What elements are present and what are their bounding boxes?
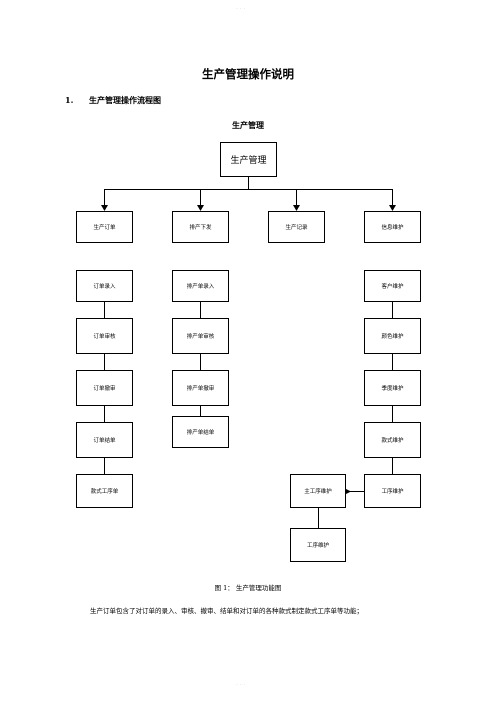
info-link-4 xyxy=(392,458,393,474)
info-link-3 xyxy=(392,406,393,422)
branch-bar xyxy=(104,189,393,190)
node-style-process-sheet: 款式工序单 xyxy=(76,474,133,508)
figure-caption: 图 1： 生产管理功能图 xyxy=(214,584,282,592)
node-root: 生产管理 xyxy=(220,142,277,177)
info-link-1 xyxy=(392,302,393,318)
branch-drop-4 xyxy=(392,189,393,209)
process-maint-link xyxy=(318,508,319,528)
schedule-link-2 xyxy=(200,354,201,370)
top-page-mark: · · · xyxy=(236,6,246,13)
arrowhead-2 xyxy=(197,205,204,211)
arrowhead-1 xyxy=(101,205,108,211)
node-color-maint: 颜色维护 xyxy=(364,318,421,354)
node-process-maint: 工序维护 xyxy=(364,474,421,508)
bottom-page-mark: · · · xyxy=(236,682,246,689)
diagram-title: 生产管理 xyxy=(232,120,264,130)
node-order-entry: 订单录入 xyxy=(76,270,133,302)
schedule-link-1 xyxy=(200,302,201,318)
order-link-2 xyxy=(104,354,105,370)
document-title: 生产管理操作说明 xyxy=(202,67,294,81)
node-schedule-entry: 排产单录入 xyxy=(172,270,229,302)
branch-drop-1 xyxy=(104,189,105,209)
arrowhead-3 xyxy=(293,205,300,211)
node-order-close: 订单结单 xyxy=(76,422,133,458)
node-style-maint: 款式维护 xyxy=(364,422,421,458)
node-process-maint-sub: 工序维护 xyxy=(290,528,346,562)
node-schedule-issue: 排产下发 xyxy=(172,211,229,243)
node-production-record: 生产记录 xyxy=(268,211,325,243)
branch-drop-2 xyxy=(200,189,201,209)
node-schedule-review: 排产单审核 xyxy=(172,318,229,354)
main-process-link xyxy=(346,491,368,492)
node-customer-maint: 客户维护 xyxy=(364,270,421,302)
node-schedule-close: 排产单结单 xyxy=(172,416,229,448)
section-number: 1. xyxy=(65,95,74,105)
node-order-review: 订单审核 xyxy=(76,318,133,354)
section-title: 生产管理操作流程图 xyxy=(89,95,161,105)
arrowhead-4 xyxy=(389,205,396,211)
order-link-1 xyxy=(104,302,105,318)
node-schedule-revoke: 排产单撤审 xyxy=(172,370,229,406)
body-paragraph: 生产订单包含了对订单的录入、审核、撤审、结单和对订单的各种款式制定款式工序单等功… xyxy=(90,607,363,615)
order-link-4 xyxy=(104,458,105,474)
order-link-3 xyxy=(104,406,105,422)
node-production-order: 生产订单 xyxy=(76,211,133,243)
node-info-maintenance: 信息维护 xyxy=(364,211,421,243)
node-season-maint: 季度维护 xyxy=(364,370,421,406)
root-stem xyxy=(248,177,249,189)
node-order-revoke: 订单撤审 xyxy=(76,370,133,406)
info-link-2 xyxy=(392,354,393,370)
node-main-process-maint: 主工序维护 xyxy=(290,474,346,508)
branch-drop-3 xyxy=(296,189,297,209)
schedule-link-3 xyxy=(200,406,201,416)
